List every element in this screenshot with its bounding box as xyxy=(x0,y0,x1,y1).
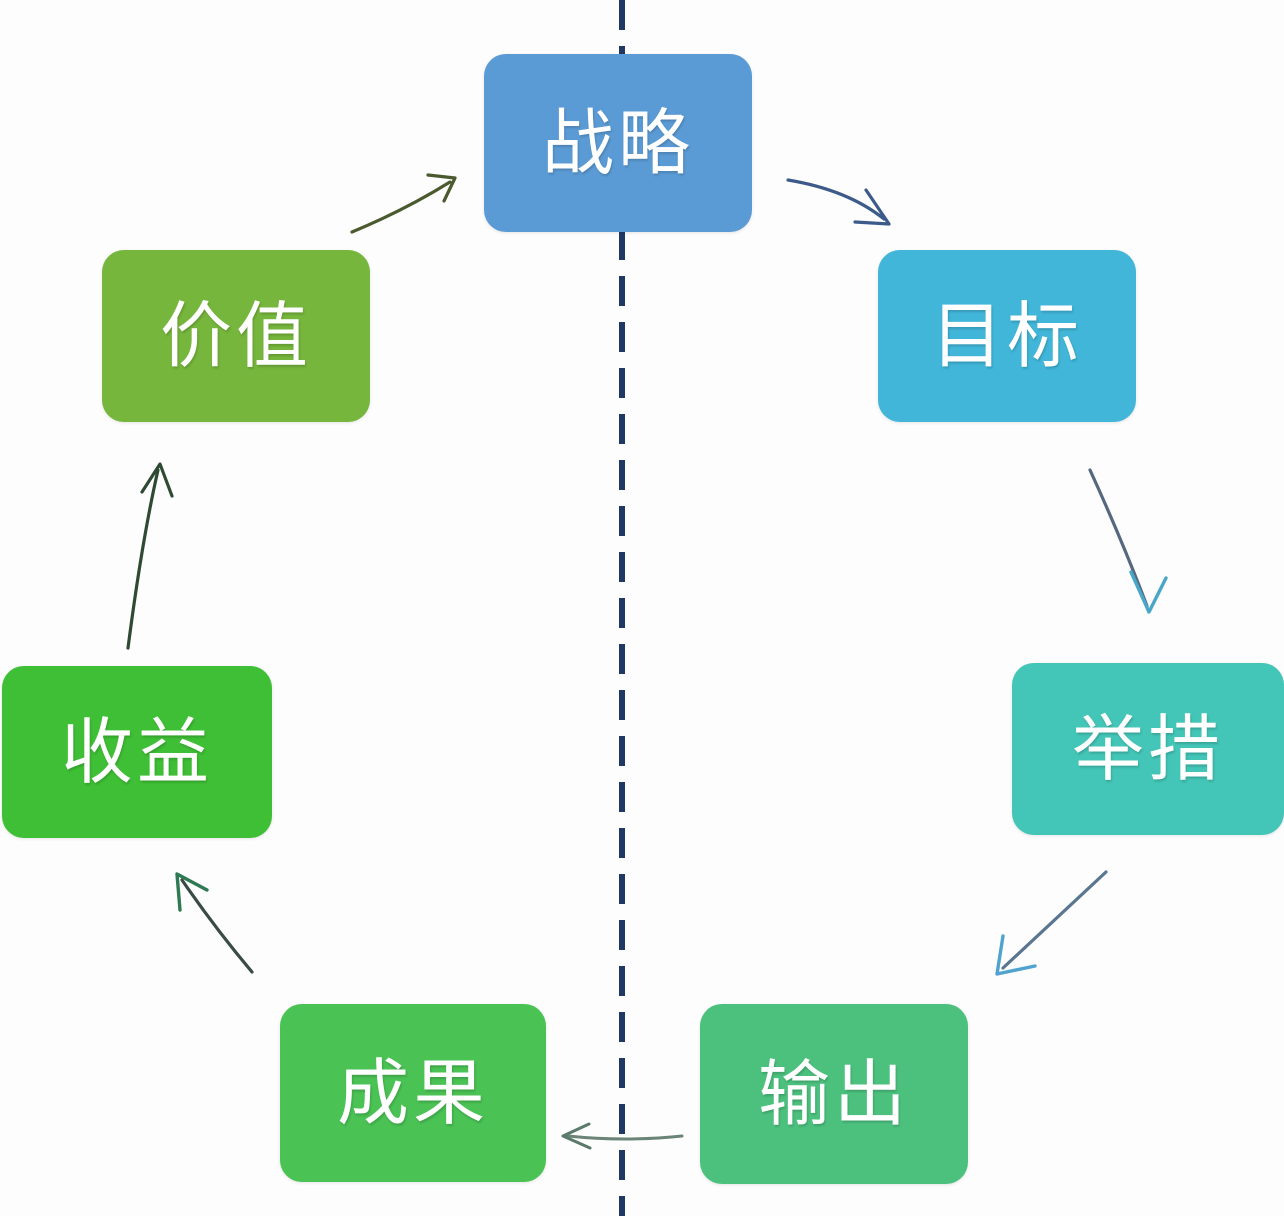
arrow-result-to-benefit xyxy=(175,872,254,974)
arrow-strategy-to-goal xyxy=(786,178,891,226)
node-output-label: 输出 xyxy=(757,1052,910,1136)
node-strategy[interactable]: 战略 xyxy=(484,54,752,232)
node-benefit-label: 收益 xyxy=(60,710,213,794)
node-value-label: 价值 xyxy=(159,294,312,378)
node-value[interactable]: 价值 xyxy=(102,250,370,422)
node-strategy-label: 战略 xyxy=(541,101,694,185)
arrow-initiative-to-output xyxy=(995,870,1108,976)
arrow-goal-to-initiative xyxy=(1088,468,1168,614)
node-result[interactable]: 成果 xyxy=(280,1004,546,1182)
node-goal[interactable]: 目标 xyxy=(878,250,1136,422)
node-result-label: 成果 xyxy=(336,1051,489,1135)
node-benefit[interactable]: 收益 xyxy=(2,666,272,838)
arrow-output-to-result xyxy=(561,1122,684,1150)
node-initiative[interactable]: 举措 xyxy=(1012,663,1284,835)
node-initiative-label: 举措 xyxy=(1071,707,1224,791)
arrow-value-to-strategy xyxy=(350,173,457,234)
node-goal-label: 目标 xyxy=(930,294,1083,378)
node-output[interactable]: 输出 xyxy=(700,1004,968,1184)
arrow-benefit-to-value xyxy=(126,462,174,650)
